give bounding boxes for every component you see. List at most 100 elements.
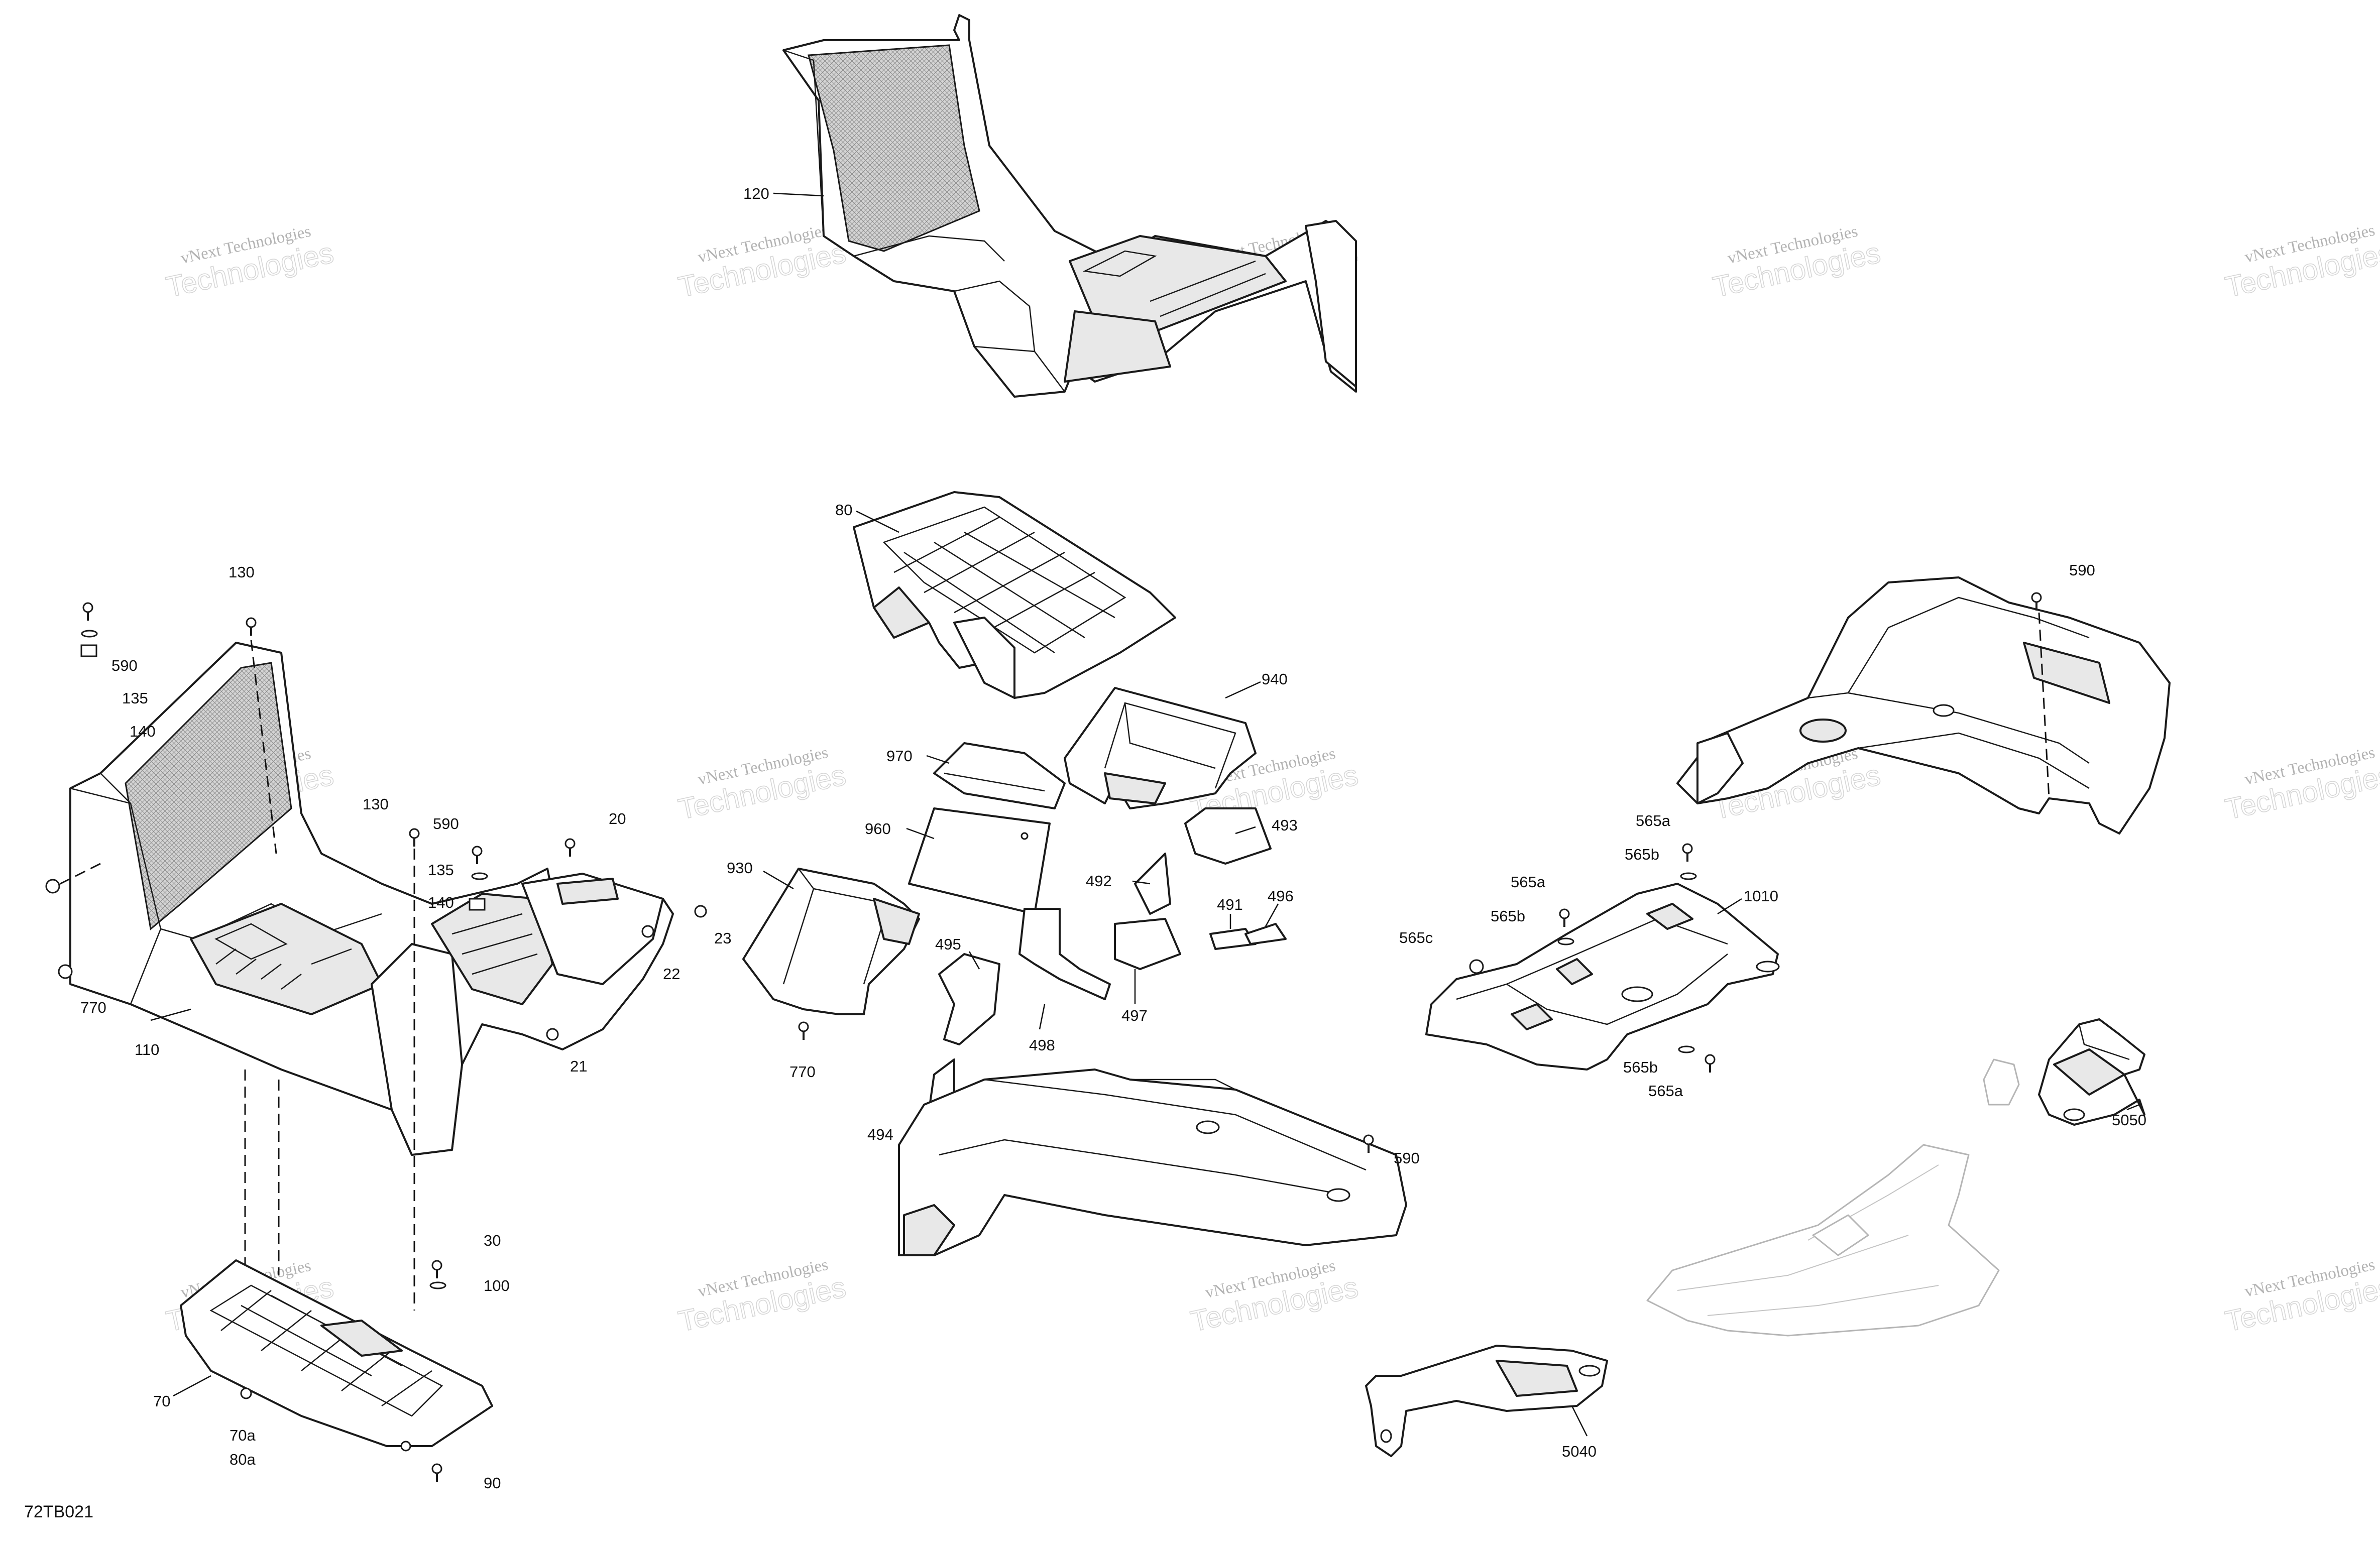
fasteners-left: [45, 602, 707, 1041]
callout-493: 493: [1272, 816, 1298, 834]
screw-565a-top: [1682, 843, 1693, 863]
washer-135-left: [81, 630, 98, 638]
leader-940: [1225, 681, 1261, 699]
callout-770: 770: [789, 1063, 816, 1081]
leader-960: [906, 827, 935, 840]
callout-1010: 1010: [1744, 887, 1778, 905]
washer-100: [429, 1281, 446, 1289]
leader-5050: [2126, 1104, 2140, 1111]
screw-565a-bottom: [1705, 1054, 1716, 1074]
callout-565c: 565c: [1399, 929, 1433, 946]
washer-565b-top: [1680, 872, 1697, 880]
screw-22: [641, 925, 654, 938]
part-930-housing: [742, 868, 920, 1015]
screw-30: [431, 1260, 442, 1279]
callout-565a: 565a: [1648, 1082, 1683, 1100]
callout-80a: 80a: [230, 1451, 256, 1468]
screw-90: [431, 1463, 442, 1483]
leader-1010: [1717, 898, 1742, 915]
callout-21: 21: [570, 1057, 587, 1075]
washer-565b-bottom: [1678, 1045, 1695, 1053]
part-497: [1114, 918, 1181, 970]
callout-565a: 565a: [1511, 873, 1546, 891]
leader-110: [150, 1008, 191, 1021]
callout-590: 590: [111, 657, 138, 674]
screw-770-center: [798, 1021, 809, 1041]
callout-135: 135: [122, 689, 148, 707]
callout-497: 497: [1121, 1007, 1148, 1024]
part-492: [1134, 853, 1171, 915]
callout-130: 130: [363, 795, 389, 813]
callout-130: 130: [229, 563, 255, 581]
screw-130-mid: [409, 828, 420, 848]
part-fender-center: [898, 1069, 1407, 1256]
callout-940: 940: [1262, 670, 1288, 688]
washer-565b-mid: [1557, 937, 1574, 945]
part-498: [1018, 908, 1111, 1000]
nut-80a: [400, 1441, 411, 1452]
part-940-box: [1064, 687, 1257, 809]
fastener-770-left: [58, 964, 73, 979]
leader-120: [773, 192, 824, 197]
part-5040-bracket: [1365, 1345, 1608, 1457]
callout-770: 770: [80, 999, 106, 1016]
callout-30: 30: [484, 1232, 501, 1249]
part-960-panel: [908, 807, 1051, 915]
dash-590-right: [2038, 612, 2050, 799]
leader-5040: [1571, 1405, 1588, 1437]
callout-565b: 565b: [1491, 907, 1525, 925]
fasteners-1010: [1469, 843, 1716, 1074]
alignment-lines: [55, 640, 415, 1311]
part-495: [938, 953, 1000, 1045]
washer-135-mid: [471, 872, 488, 880]
part-970-shield: [933, 742, 1066, 809]
part-fender-right: [1676, 576, 2171, 835]
fastener-left-upper: [45, 879, 60, 894]
callout-110: 110: [135, 1041, 159, 1058]
ghost-reference-parts: [1646, 1058, 2020, 1337]
callout-590: 590: [1394, 1149, 1420, 1167]
callout-135: 135: [428, 861, 454, 879]
callout-20: 20: [609, 810, 626, 827]
callout-930: 930: [727, 859, 753, 877]
screw-565a-mid: [1559, 908, 1570, 928]
callout-5050: 5050: [2112, 1111, 2146, 1129]
callout-23: 23: [714, 929, 731, 947]
screw-21: [546, 1028, 559, 1041]
callout-970: 970: [886, 747, 913, 765]
clip-140-mid: [469, 898, 486, 911]
callout-492: 492: [1086, 872, 1112, 890]
clip-140-left: [80, 644, 97, 657]
diagram-reference-code: 72TB021: [24, 1502, 93, 1521]
nut-70a: [240, 1387, 252, 1399]
parts-49x-brackets: [928, 807, 1287, 1121]
callout-70a: 70a: [230, 1427, 256, 1444]
leader-970: [926, 755, 950, 764]
screw-590-mid: [472, 846, 483, 865]
screw-590-left: [82, 602, 93, 622]
callout-565b: 565b: [1625, 846, 1659, 863]
callout-590: 590: [2069, 561, 2095, 579]
callout-495: 495: [935, 935, 961, 953]
callout-491: 491: [1217, 896, 1243, 913]
part-80-rack: [853, 491, 1176, 699]
callout-565b: 565b: [1623, 1058, 1658, 1076]
part-493: [1184, 807, 1272, 865]
callout-70: 70: [153, 1392, 170, 1410]
callout-120: 120: [743, 185, 769, 202]
screw-130-top: [246, 617, 257, 637]
screw-20: [564, 838, 576, 858]
callout-80: 80: [835, 501, 852, 519]
callout-22: 22: [663, 965, 680, 983]
part-1010-frame: [1425, 883, 1780, 1071]
leader-930: [763, 870, 794, 890]
callout-100: 100: [484, 1277, 510, 1294]
callout-5040: 5040: [1562, 1443, 1597, 1460]
part-5050-bracket: [2038, 1018, 2145, 1126]
callout-496: 496: [1268, 887, 1294, 905]
callout-494: 494: [867, 1126, 893, 1143]
part-110-body: [69, 642, 674, 1156]
leader-80: [856, 510, 899, 533]
part-120-body: [782, 14, 1357, 398]
